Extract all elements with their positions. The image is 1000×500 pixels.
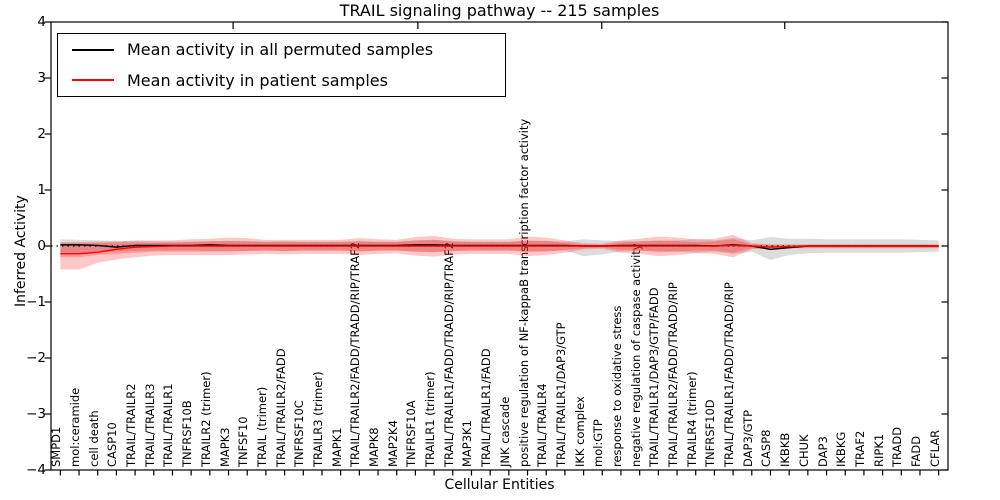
patient-mean-line — [60, 244, 939, 255]
y-tick-label: 3 — [37, 70, 46, 86]
permuted-line-swatch — [72, 48, 114, 51]
y-tick-label: 1 — [37, 182, 46, 198]
y-tick-label: −4 — [26, 462, 46, 478]
y-tick-label: 2 — [37, 126, 46, 142]
chart-title: TRAIL signaling pathway -- 215 samples — [339, 1, 660, 20]
legend: Mean activity in all permuted samples Me… — [57, 33, 506, 97]
y-tick-label: −2 — [26, 350, 46, 366]
legend-item-permuted: Mean activity in all permuted samples — [58, 35, 505, 65]
permuted-samples-std-band — [60, 237, 939, 260]
legend-label: Mean activity in all permuted samples — [127, 40, 434, 60]
y-tick-label: −3 — [26, 406, 46, 422]
y-tick-label: 0 — [37, 238, 46, 254]
y-tick-label: −1 — [26, 294, 46, 310]
patient-samples-std-band-outer — [60, 234, 939, 270]
patient-samples-std-band-inner — [60, 239, 939, 258]
legend-label: Mean activity in patient samples — [127, 70, 388, 90]
patient-line-swatch — [72, 79, 114, 82]
y-tick-label: 4 — [37, 14, 46, 30]
x-axis-label: Cellular Entities — [444, 477, 555, 493]
legend-item-patient: Mean activity in patient samples — [58, 65, 505, 95]
